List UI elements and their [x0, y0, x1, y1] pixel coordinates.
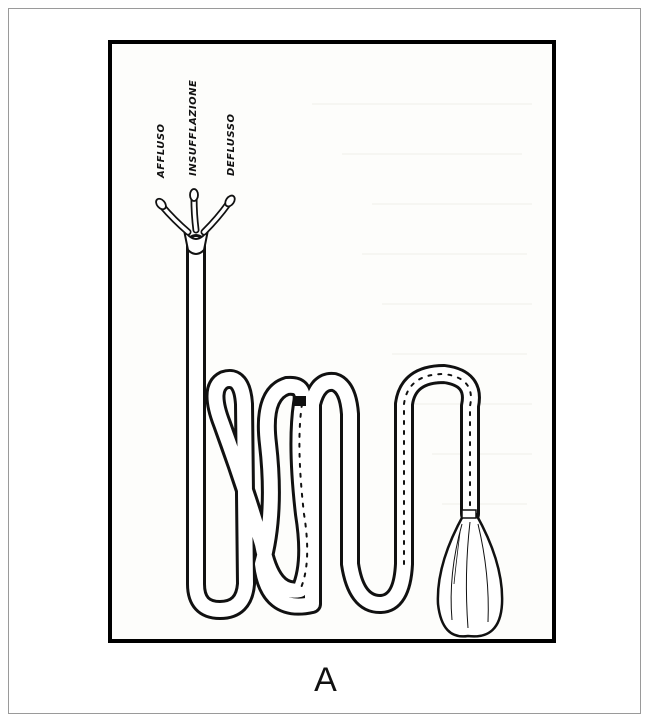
label-insufflazione: INSUFFLAZIONE: [188, 80, 199, 176]
label-deflusso: DEFLUSSO: [226, 114, 237, 176]
balloon: [438, 510, 502, 636]
label-afflusso: AFFLUSO: [156, 123, 167, 179]
marker-band: [294, 396, 306, 406]
lumen-branches: [154, 189, 237, 232]
gastric-tube: [196, 244, 471, 610]
drawing-frame: AFFLUSO INSUFFLAZIONE DEFLUSSO: [108, 40, 556, 643]
tube-drawing: AFFLUSO INSUFFLAZIONE DEFLUSSO: [112, 44, 552, 639]
figure-caption: A: [0, 663, 651, 697]
